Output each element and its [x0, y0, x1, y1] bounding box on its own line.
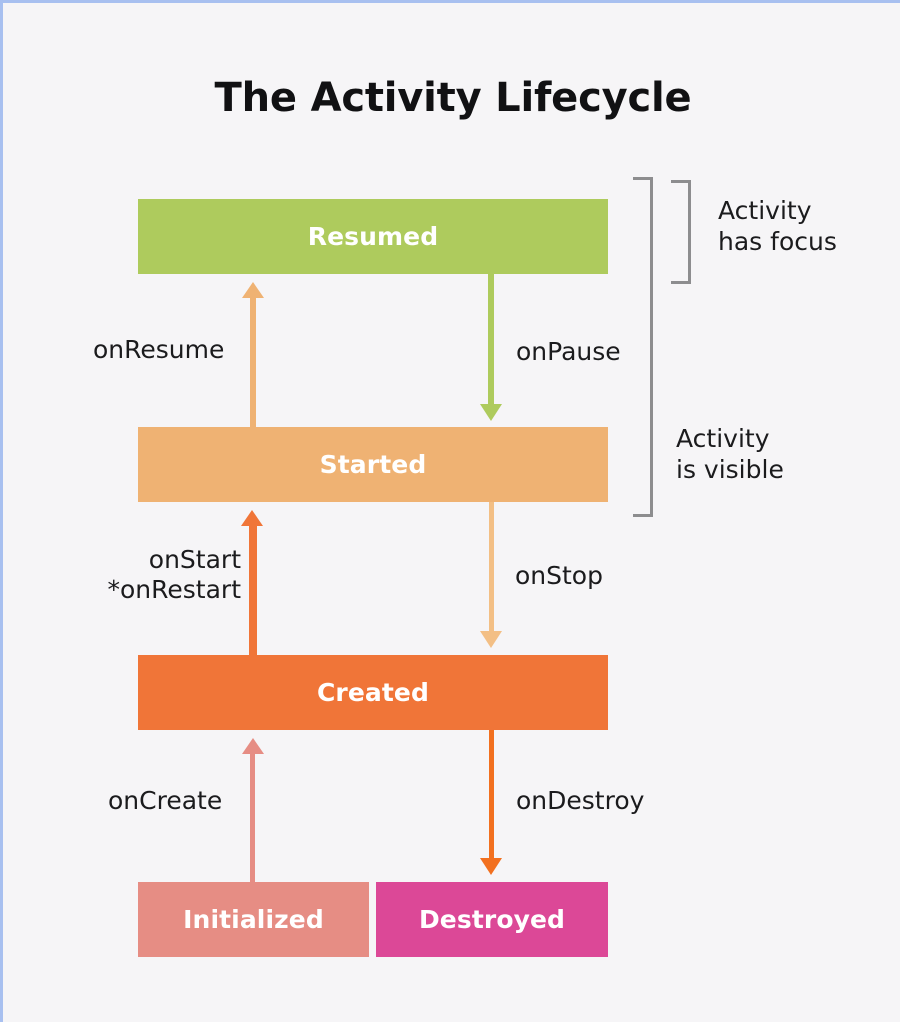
arrow-onresume-head-up-icon [242, 282, 264, 298]
state-label-destroyed: Destroyed [418, 905, 566, 934]
state-label-started: Started [319, 450, 427, 479]
transition-label-onstart: onStart *onRestart [83, 545, 242, 604]
arrow-onstop-stem [489, 502, 494, 633]
transition-label-oncreate: onCreate [108, 786, 223, 815]
bracket-label-is-visible-line2: is visible [676, 455, 784, 484]
transition-label-onpause: onPause [516, 337, 621, 366]
state-label-created: Created [316, 678, 429, 707]
arrow-onresume-stem [250, 295, 256, 427]
state-label-initialized: Initialized [183, 905, 324, 934]
state-box-resumed[interactable]: Resumed [138, 199, 608, 274]
arrow-ondestroy-stem [489, 730, 494, 860]
state-box-created[interactable]: Created [138, 655, 608, 730]
bracket-label-has-focus-line2: has focus [718, 227, 837, 256]
bracket-label-is-visible-line1: Activity [676, 424, 770, 453]
transition-label-onrestart-line2: *onRestart [107, 574, 242, 604]
arrow-onstart-head-up-icon [241, 510, 263, 526]
bracket-label-has-focus: Activity has focus [718, 195, 837, 257]
bracket-label-is-visible: Activity is visible [676, 423, 784, 485]
arrow-oncreate-head-up-icon [242, 738, 264, 754]
transition-label-ondestroy: onDestroy [516, 786, 645, 815]
state-box-initialized[interactable]: Initialized [138, 882, 369, 957]
arrow-onpause-head-down-icon [480, 404, 502, 421]
arrow-onstart-stem [249, 523, 257, 655]
state-label-resumed: Resumed [307, 222, 439, 251]
arrow-onstop-head-down-icon [480, 631, 502, 648]
page-title: The Activity Lifecycle [214, 75, 692, 121]
arrow-ondestroy-head-down-icon [480, 858, 502, 875]
bracket-has-focus-icon [671, 180, 691, 284]
bracket-is-visible-icon [633, 177, 653, 517]
transition-label-onstop: onStop [515, 561, 603, 590]
transition-label-onresume: onResume [93, 335, 225, 364]
arrow-onpause-stem [488, 274, 494, 406]
arrow-oncreate-stem [250, 751, 255, 882]
bracket-label-has-focus-line1: Activity [718, 196, 812, 225]
state-box-destroyed[interactable]: Destroyed [376, 882, 608, 957]
state-box-started[interactable]: Started [138, 427, 608, 502]
transition-label-onstart-line1: onStart [148, 545, 241, 574]
